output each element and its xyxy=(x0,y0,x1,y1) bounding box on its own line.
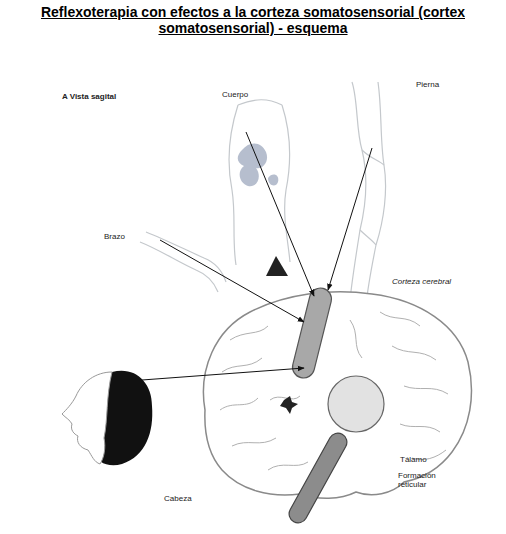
head-figure xyxy=(62,371,152,466)
part-label: Formación reticular xyxy=(398,471,442,489)
part-label: Tálamo xyxy=(400,455,427,464)
cortex-strip xyxy=(290,286,334,381)
thalamus-circle xyxy=(328,376,384,432)
body-figure xyxy=(229,100,290,276)
part-label: Corteza cerebral xyxy=(392,277,451,286)
brain-outline xyxy=(203,292,471,499)
part-label: Cuerpo xyxy=(222,90,248,99)
arrow-lines xyxy=(142,132,372,380)
part-label: Pierna xyxy=(416,80,439,89)
reticular-bar xyxy=(286,430,350,526)
leg-figure xyxy=(350,82,386,305)
page-title: Reflexoterapia con efectos a la corteza … xyxy=(20,4,486,36)
part-label: Cabeza xyxy=(164,494,192,503)
arm-figure xyxy=(140,232,226,292)
part-label: Brazo xyxy=(104,232,125,241)
part-label: A Vista sagital xyxy=(62,92,116,101)
